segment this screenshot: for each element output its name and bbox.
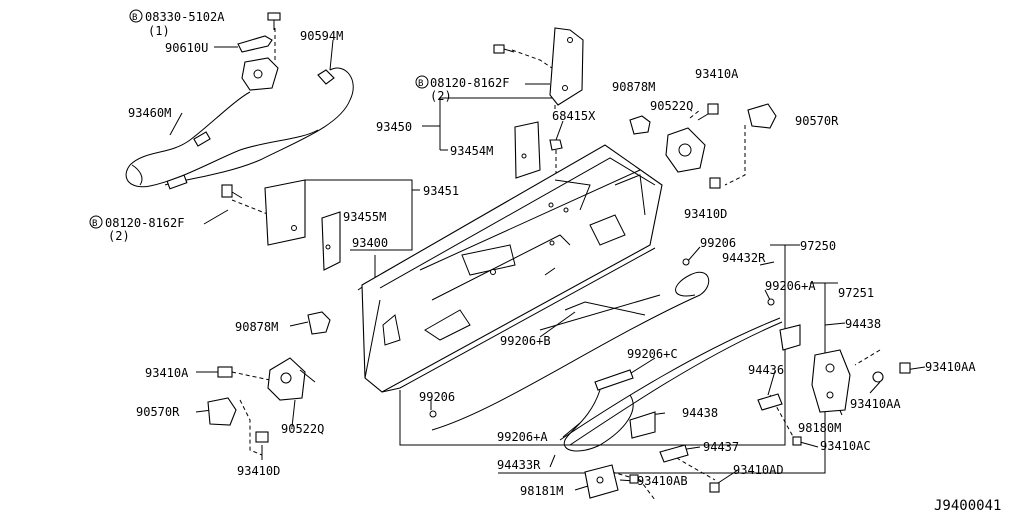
callout-93450: 93450 bbox=[376, 120, 412, 134]
callout-93454m: 93454M bbox=[450, 144, 493, 158]
callout-90570r-top: 90570R bbox=[795, 114, 839, 128]
loop-94433r bbox=[563, 389, 634, 452]
cable-93460m bbox=[125, 91, 319, 188]
screw-08330 bbox=[267, 12, 281, 30]
callout-08330: B 08330-5102A (1) bbox=[129, 9, 225, 38]
screw-93410d-left bbox=[255, 431, 269, 443]
callout-93400: 93400 bbox=[352, 236, 388, 250]
callout-labels: B 08330-5102A (1) 90610U 90594M 93460M B… bbox=[89, 9, 1001, 512]
clip-68415x bbox=[549, 139, 563, 151]
callout-90522q-top: 90522Q bbox=[650, 99, 693, 113]
screw-93410ad bbox=[709, 482, 720, 493]
diagram-code: J9400041 bbox=[934, 498, 1001, 512]
callout-94438-mid: 94438 bbox=[682, 406, 718, 420]
quantity: (1) bbox=[148, 24, 170, 38]
bolt-prefix: B bbox=[92, 219, 97, 229]
bracket-94438-mid bbox=[629, 411, 656, 439]
callout-94433r: 94433R bbox=[497, 458, 541, 472]
parts bbox=[125, 12, 911, 499]
screw-08120-left bbox=[221, 184, 243, 199]
callout-93460m: 93460M bbox=[128, 106, 171, 120]
part-number: 08120-8162F bbox=[430, 76, 509, 90]
callout-99206b: 99206+B bbox=[500, 334, 551, 348]
bumper-90878m-top bbox=[629, 115, 651, 135]
callout-99206-top: 99206 bbox=[700, 236, 736, 250]
callout-94437: 94437 bbox=[703, 440, 739, 454]
part-number: 08330-5102A bbox=[145, 10, 225, 24]
rod-97250 bbox=[431, 272, 710, 431]
latch-98181m bbox=[584, 464, 619, 499]
callout-68415x: 68415X bbox=[552, 109, 596, 123]
bumper-90878m-left bbox=[307, 311, 331, 335]
callout-90570r-left: 90570R bbox=[136, 405, 180, 419]
rod-97251 bbox=[559, 317, 781, 441]
screw-93410a-left bbox=[217, 366, 233, 378]
panel-93451 bbox=[264, 179, 306, 246]
callout-94436: 94436 bbox=[748, 363, 784, 377]
callout-93455m: 93455M bbox=[343, 210, 386, 224]
callout-99206-left: 99206 bbox=[419, 390, 455, 404]
striker-90522q-left bbox=[267, 357, 316, 401]
callout-93410ad: 93410AD bbox=[733, 463, 784, 477]
glove-box-93400 bbox=[361, 144, 663, 393]
callout-93410a-left: 93410A bbox=[145, 366, 189, 380]
callout-93410aa-right: 93410AA bbox=[925, 360, 976, 374]
callout-97251: 97251 bbox=[838, 286, 874, 300]
callout-93410aa-mid: 93410AA bbox=[850, 397, 901, 411]
screw-93410d-top bbox=[709, 177, 721, 189]
callout-98180m: 98180M bbox=[798, 421, 841, 435]
quantity: (2) bbox=[108, 229, 130, 243]
callout-90594m: 90594M bbox=[300, 29, 343, 43]
callout-94438-top: 94438 bbox=[845, 317, 881, 331]
cable-90594m bbox=[164, 67, 354, 186]
callout-90878m-left: 90878M bbox=[235, 320, 278, 334]
callout-90522q-left: 90522Q bbox=[281, 422, 324, 436]
latch-90570r-top bbox=[747, 103, 777, 129]
striker-90522q-top bbox=[665, 127, 706, 173]
callout-93410d-left: 93410D bbox=[237, 464, 280, 478]
callout-93410ac: 93410AC bbox=[820, 439, 871, 453]
quantity: (2) bbox=[430, 89, 452, 103]
callout-99206a-bot: 99206+A bbox=[497, 430, 548, 444]
callout-99206a-top: 99206+A bbox=[765, 279, 816, 293]
bolt-prefix: B bbox=[132, 13, 137, 23]
panel-93450 bbox=[549, 27, 584, 106]
callout-08120-top: B 08120-8162F (2) bbox=[415, 75, 509, 103]
latch-98180m bbox=[811, 349, 851, 413]
screw-93410ac bbox=[792, 436, 802, 446]
callout-90610u: 90610U bbox=[165, 41, 208, 55]
callout-90878m-top: 90878M bbox=[612, 80, 655, 94]
callout-98181m: 98181M bbox=[520, 484, 563, 498]
latch-90570r-left bbox=[207, 397, 237, 426]
callout-93410ab: 93410AB bbox=[637, 474, 688, 488]
callout-93451: 93451 bbox=[423, 184, 459, 198]
panel-93454m bbox=[514, 121, 541, 179]
part-90610u bbox=[237, 35, 273, 53]
callout-94432r: 94432R bbox=[722, 251, 766, 265]
callout-99206c: 99206+C bbox=[627, 347, 678, 361]
screw-93410ab bbox=[629, 474, 639, 484]
callout-93410a-top: 93410A bbox=[695, 67, 739, 81]
panel-93455m bbox=[321, 211, 341, 271]
screw-08120-top bbox=[493, 44, 515, 54]
part-number: 08120-8162F bbox=[105, 216, 184, 230]
callout-93410d-top: 93410D bbox=[684, 207, 727, 221]
screw-93410aa-mid bbox=[872, 371, 884, 383]
bracket-94438-top bbox=[779, 324, 801, 351]
callout-08120-left: B 08120-8162F (2) bbox=[89, 215, 184, 243]
bracket-94437 bbox=[659, 444, 689, 463]
bolt-prefix: B bbox=[418, 79, 423, 89]
screw-93410aa-right bbox=[899, 362, 911, 374]
callout-97250: 97250 bbox=[800, 239, 836, 253]
bracket-94436 bbox=[757, 393, 783, 411]
screw-93410a-top bbox=[697, 103, 719, 121]
